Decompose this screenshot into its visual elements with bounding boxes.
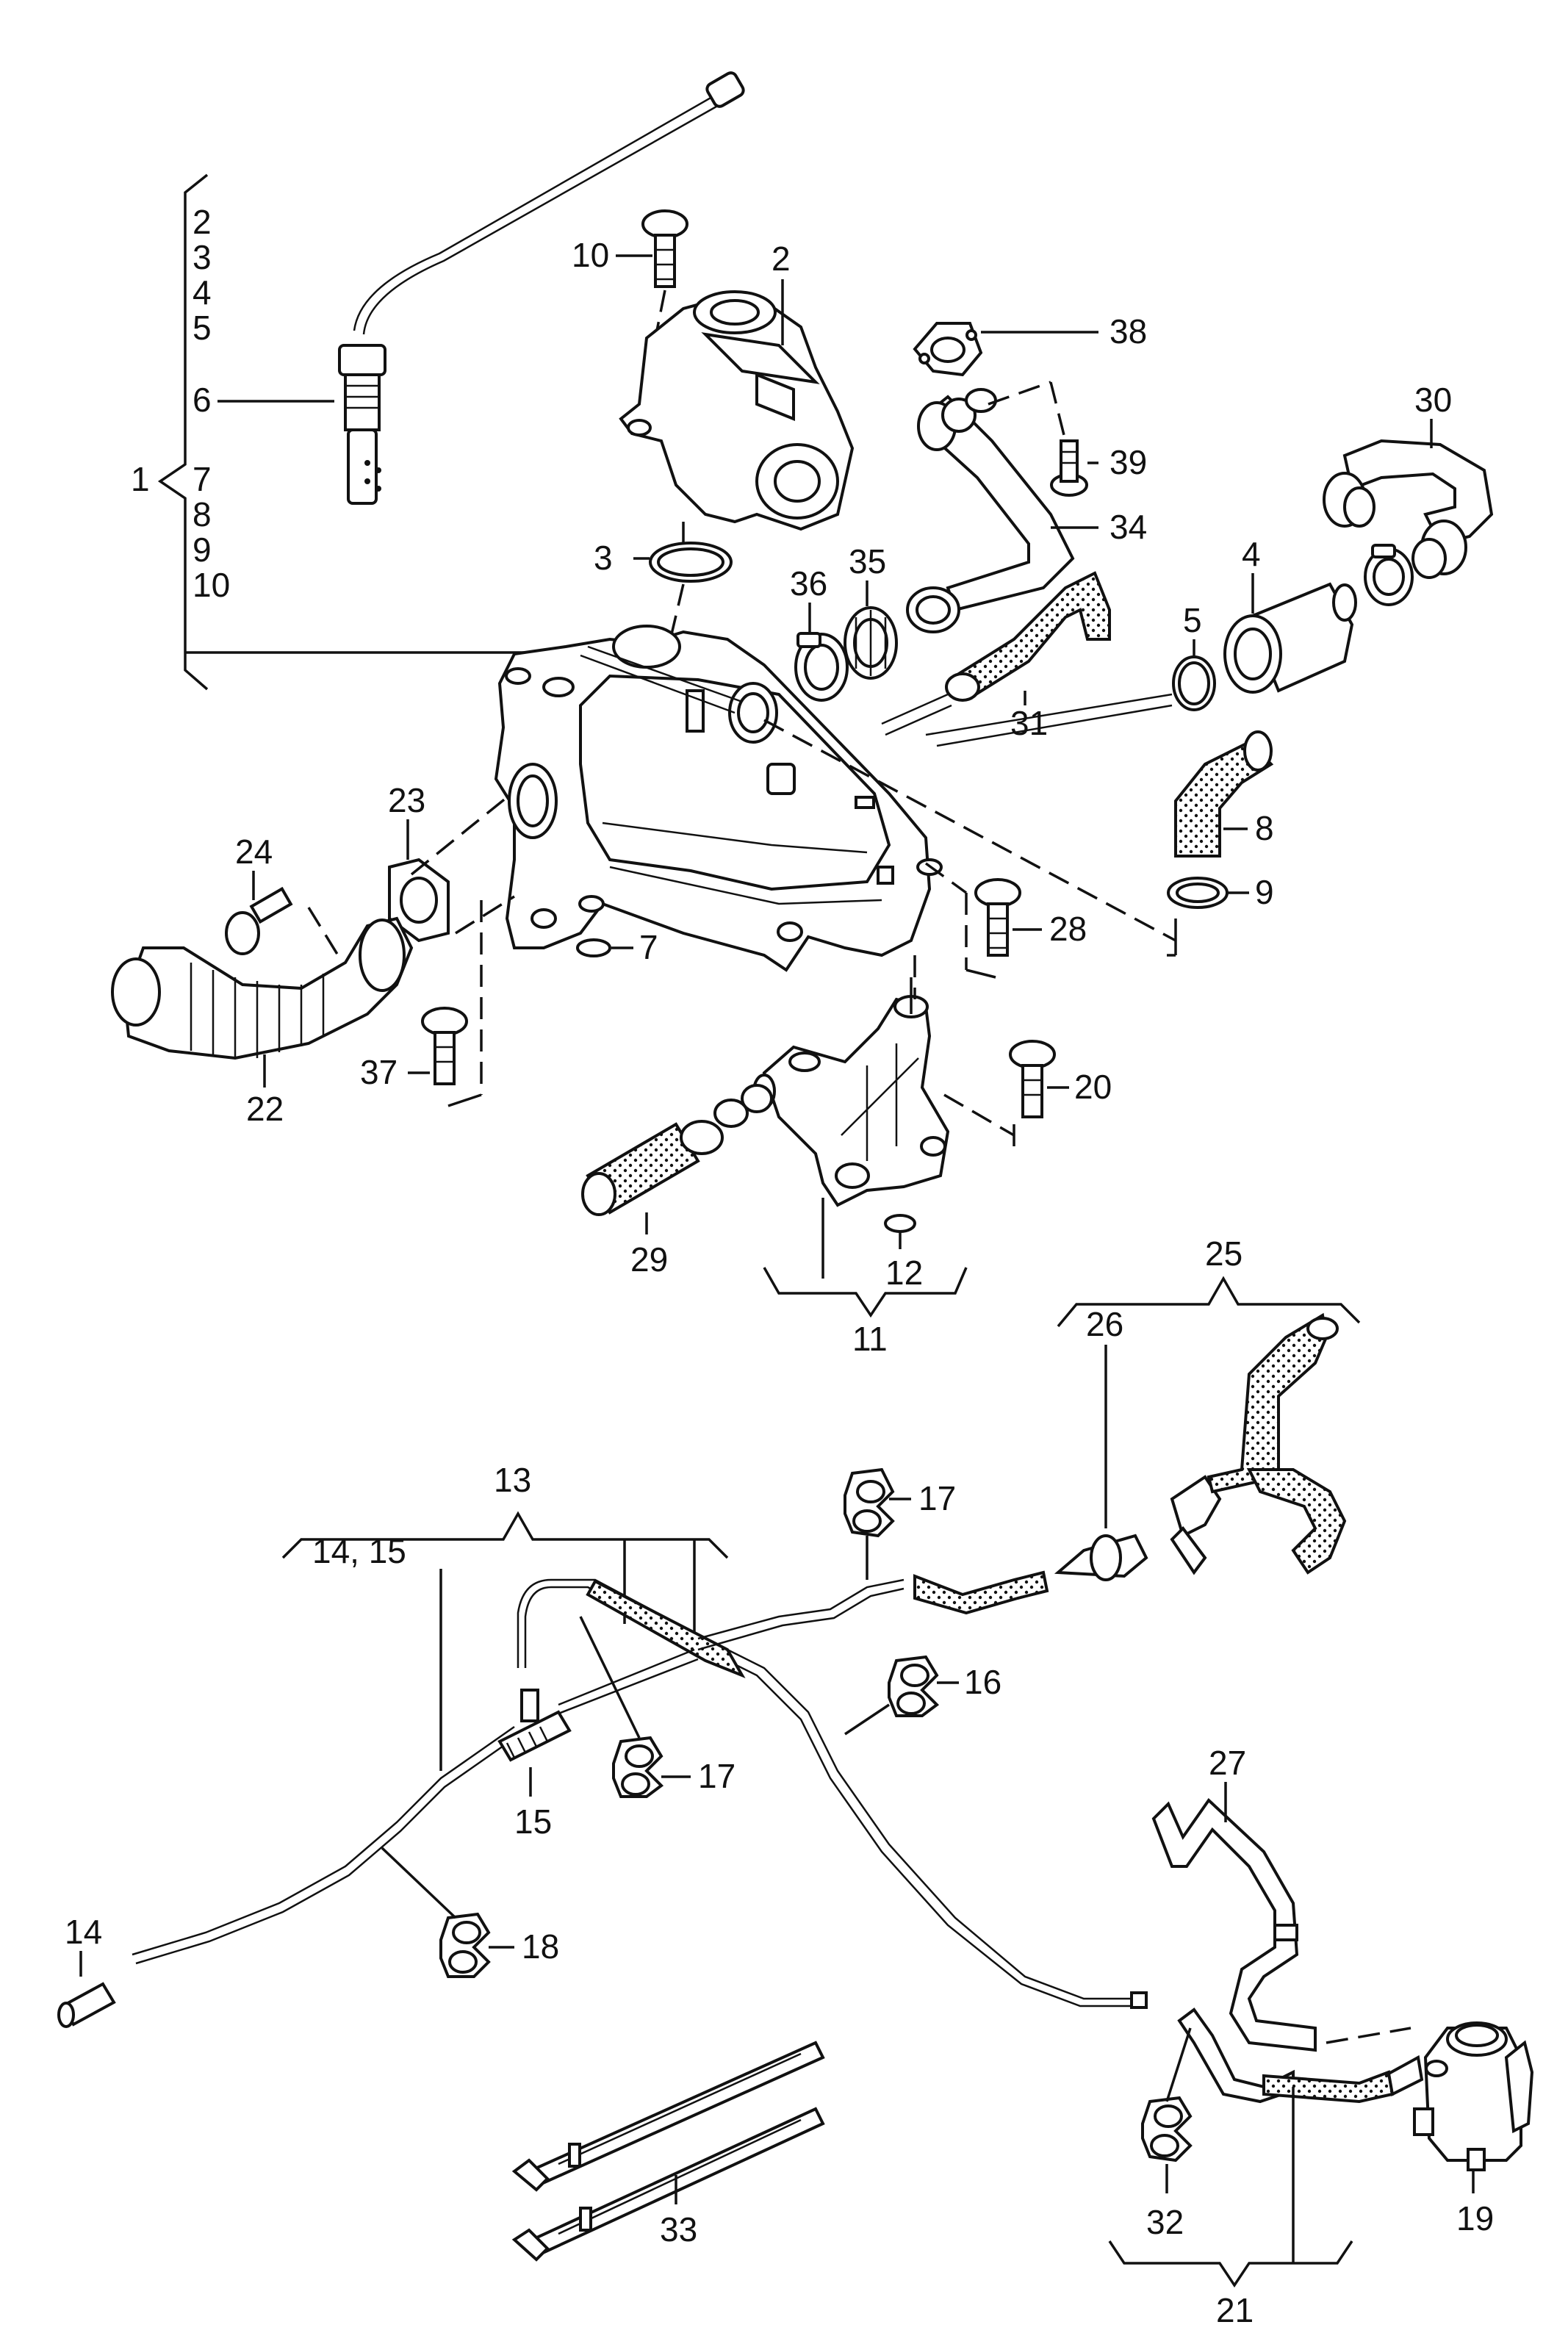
egr-tube-part-22 [111,916,414,1060]
vacuum-hose-part-21 [1177,2007,1424,2104]
callout-31: 31 [1010,704,1048,742]
callout-13: 13 [494,1461,531,1499]
group-1-list: 2 3 4 5 7 8 9 10 [193,203,230,604]
t-connector-part-15 [497,1689,572,1762]
callout-8: 8 [1255,809,1274,847]
clamp-part-36 [794,632,849,702]
callout-27: 27 [1209,1744,1246,1782]
list-item: 7 [193,460,212,498]
clamp-part-4b [1364,544,1414,606]
clip-part-32 [1141,2096,1193,2163]
bolt-part-37 [421,1007,468,1085]
callout-23: 23 [388,781,425,819]
egr-valve-part-2 [619,290,855,531]
clip-part-18 [439,1912,491,1978]
bracket-part-11 [752,995,950,1207]
list-item: 10 [193,566,230,604]
egr-pipe-part-34 [906,388,1075,633]
connector-part-14 [57,1982,116,2028]
callout-16: 16 [964,1663,1001,1701]
callout-14: 14 [65,1913,102,1951]
callout-12: 12 [885,1254,923,1292]
egr-adapter-part-4 [1223,582,1357,694]
callout-26: 26 [1086,1305,1123,1343]
callout-2: 2 [772,240,791,278]
callout-17-bottom: 17 [698,1757,736,1795]
clamp-part-9 [1167,877,1229,909]
o-ring-inner [657,547,724,577]
callout-14-15: 14, 15 [312,1532,406,1570]
bolt-part-24 [225,886,293,955]
callout-19: 19 [1456,2199,1494,2237]
list-item: 2 [193,203,212,241]
callout-1: 1 [131,460,150,498]
bolt-part-10 [641,209,688,288]
hose-part-27 [1151,1797,1317,2052]
list-item: 8 [193,495,212,533]
vacuum-hose-part-25 [1206,1312,1347,1575]
callout-18: 18 [522,1927,559,1966]
callout-5: 5 [1183,601,1202,639]
callout-9: 9 [1255,873,1274,911]
clip-part-17-bottom [612,1736,664,1798]
hose-part-29 [581,1084,773,1216]
seal-part-35 [844,606,898,680]
callout-20: 20 [1074,1068,1112,1106]
callout-28: 28 [1049,910,1087,948]
callout-11: 11 [852,1320,888,1358]
callout-7: 7 [639,928,658,966]
group-1-bracket [157,173,536,691]
hose-part-8 [1174,740,1274,858]
egr-cooler-part-1 [494,625,943,972]
gasket-part-38 [913,322,983,377]
gasket-part-23 [388,858,450,943]
callout-17-top: 17 [918,1479,956,1517]
callout-3: 3 [594,539,613,577]
list-item: 9 [193,531,212,569]
o-ring-part-7 [576,938,611,957]
hose-part-30 [1323,439,1494,579]
o-ring-inner [1178,661,1210,705]
callout-6: 6 [193,381,212,419]
callout-4: 4 [1242,535,1261,573]
list-item: 5 [193,309,212,347]
callout-37: 37 [360,1053,398,1091]
callout-38: 38 [1110,312,1147,351]
vacuum-line-part-13 [132,1570,1148,2009]
callout-24: 24 [235,833,273,871]
clip-part-16 [888,1655,940,1717]
bolt-part-28 [974,878,1021,957]
callout-33: 33 [660,2210,697,2248]
callout-34: 34 [1110,508,1147,546]
clip-part-17-top [844,1467,895,1538]
callout-39: 39 [1110,443,1147,481]
callout-36: 36 [790,564,827,603]
solenoid-valve-part-19 [1413,2021,1534,2171]
check-valve-part-26 [1054,1475,1222,1581]
bolt-part-39 [1050,439,1088,497]
callout-15: 15 [514,1802,552,1841]
list-item: 4 [193,273,212,312]
callout-10: 10 [572,236,609,274]
callout-35: 35 [849,542,886,580]
callout-29: 29 [630,1240,668,1279]
callout-30: 30 [1414,381,1452,419]
bolt-part-20 [1009,1040,1056,1118]
callout-25: 25 [1205,1234,1242,1273]
temperature-sensor-part-6 [338,71,745,505]
callout-22: 22 [246,1090,284,1128]
hose-part-31 [953,571,1111,700]
o-ring-part-12 [884,1214,916,1233]
callout-21: 21 [1216,2291,1254,2329]
callout-32: 32 [1146,2203,1184,2241]
list-item: 3 [193,238,212,276]
